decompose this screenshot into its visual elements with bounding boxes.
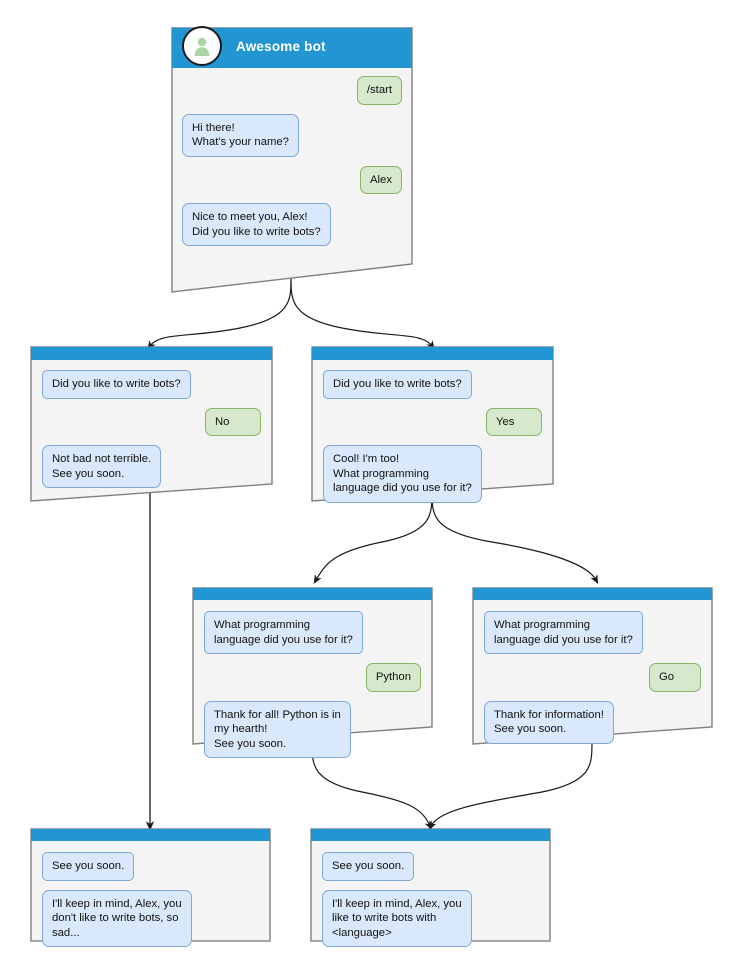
card-end-happy-messages: See you soon. I'll keep in mind, Alex, y… (310, 842, 551, 957)
message-row: Alex (182, 165, 402, 194)
message-row: Thank for all! Python is in my hearth! S… (204, 700, 421, 758)
bot-message-bubble[interactable]: Nice to meet you, Alex! Did you like to … (182, 203, 331, 246)
message-row: Go (484, 663, 701, 692)
message-row: Nice to meet you, Alex! Did you like to … (182, 203, 402, 246)
card-root-messages: /start Hi there! What's your name? Alex … (170, 66, 414, 256)
bot-message-bubble[interactable]: Thank for information! See you soon. (484, 700, 614, 744)
bot-message-bubble[interactable]: Did you like to write bots? (323, 370, 472, 399)
user-message-bubble[interactable]: Python (365, 663, 421, 692)
card-no-branch-header (30, 346, 273, 360)
message-row: Did you like to write bots? (323, 370, 542, 399)
bot-message-bubble[interactable]: Did you like to write bots? (42, 370, 191, 399)
message-row: /start (182, 76, 402, 105)
message-row: Did you like to write bots? (42, 370, 261, 399)
bot-message-bubble[interactable]: Thank for all! Python is in my hearth! S… (204, 700, 351, 758)
card-end-sad-messages: See you soon. I'll keep in mind, Alex, y… (30, 842, 271, 957)
bot-message-bubble[interactable]: Cool! I'm too! What programming language… (323, 445, 482, 503)
message-row: Thank for information! See you soon. (484, 700, 701, 744)
message-row: I'll keep in mind, Alex, you like to wri… (322, 889, 539, 947)
card-python-branch-messages: What programming language did you use fo… (192, 601, 433, 768)
bot-message-bubble[interactable]: What programming language did you use fo… (204, 611, 363, 654)
bot-message-bubble[interactable]: I'll keep in mind, Alex, you don't like … (42, 889, 192, 947)
message-row: I'll keep in mind, Alex, you don't like … (42, 889, 259, 947)
card-no-branch[interactable]: Did you like to write bots? No Not bad n… (30, 346, 273, 502)
message-row: Cool! I'm too! What programming language… (323, 445, 542, 503)
card-python-branch-header (192, 587, 433, 601)
card-go-branch-header (472, 587, 713, 601)
message-row: Not bad not terrible. See you soon. (42, 445, 261, 488)
card-no-branch-messages: Did you like to write bots? No Not bad n… (30, 360, 273, 498)
message-row: See you soon. (322, 852, 539, 881)
user-message-bubble[interactable]: Yes (486, 407, 542, 436)
card-yes-branch-messages: Did you like to write bots? Yes Cool! I'… (311, 360, 554, 513)
bot-message-bubble[interactable]: See you soon. (42, 852, 135, 881)
message-row: What programming language did you use fo… (204, 611, 421, 654)
card-root[interactable]: Awesome bot /start Hi there! What's your… (170, 26, 414, 294)
message-row: No (42, 407, 261, 436)
user-message-bubble[interactable]: Alex (360, 165, 402, 194)
bot-message-bubble[interactable]: Hi there! What's your name? (182, 113, 299, 157)
user-message-bubble[interactable]: Go (649, 663, 701, 692)
card-end-happy-header (310, 828, 551, 842)
card-yes-branch[interactable]: Did you like to write bots? Yes Cool! I'… (311, 346, 554, 503)
bot-message-bubble[interactable]: I'll keep in mind, Alex, you like to wri… (322, 889, 472, 947)
bot-message-bubble[interactable]: What programming language did you use fo… (484, 611, 643, 654)
person-avatar-icon (182, 26, 222, 66)
card-end-sad-header (30, 828, 271, 842)
card-root-header: Awesome bot (170, 26, 414, 66)
message-row: Yes (323, 407, 542, 436)
bot-message-bubble[interactable]: See you soon. (322, 852, 415, 881)
card-yes-branch-header (311, 346, 554, 360)
bot-title: Awesome bot (236, 38, 326, 54)
message-row: Python (204, 663, 421, 692)
card-end-happy[interactable]: See you soon. I'll keep in mind, Alex, y… (310, 828, 551, 947)
user-message-bubble[interactable]: No (205, 407, 261, 436)
card-end-sad[interactable]: See you soon. I'll keep in mind, Alex, y… (30, 828, 271, 947)
message-row: What programming language did you use fo… (484, 611, 701, 654)
card-go-branch-messages: What programming language did you use fo… (472, 601, 713, 754)
message-row: See you soon. (42, 852, 259, 881)
bot-message-bubble[interactable]: Not bad not terrible. See you soon. (42, 445, 162, 488)
message-row: Hi there! What's your name? (182, 113, 402, 157)
card-go-branch[interactable]: What programming language did you use fo… (472, 587, 713, 745)
edge-go-to-end-happy (428, 741, 593, 831)
card-python-branch[interactable]: What programming language did you use fo… (192, 587, 433, 758)
user-message-bubble[interactable]: /start (356, 76, 402, 105)
